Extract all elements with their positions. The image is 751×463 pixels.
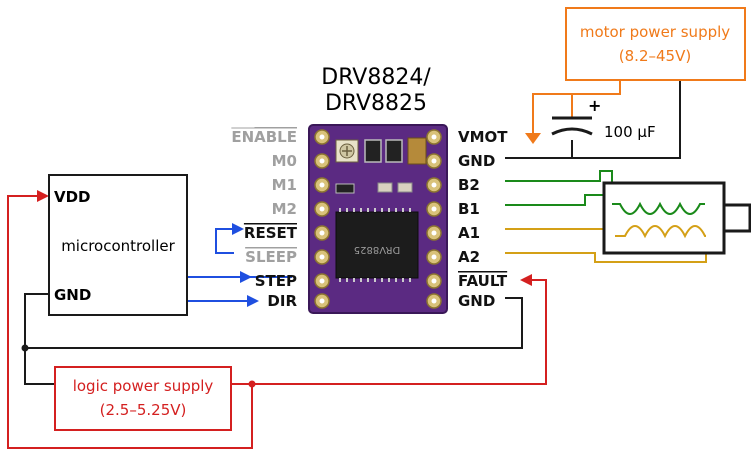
logic-power-supply-box: logic power supply (2.5–5.25V) [54, 366, 232, 431]
reset-sleep-jumper [215, 228, 234, 254]
motor-coil-a [615, 225, 706, 239]
pin-label-left-m1-2: M1 [272, 176, 297, 194]
pin-label-right-gnd-1: GND [458, 152, 495, 170]
mcu-gnd-wire [24, 293, 55, 385]
motor-power-supply-box: motor power supply (8.2–45V) [565, 7, 746, 81]
pin-label-left-enable-0: ENABLE [231, 128, 297, 146]
pin-label-right-vmot-0: VMOT [458, 128, 508, 146]
mcu-label: microcontroller [61, 237, 175, 255]
capacitor-label: 100 µF [604, 123, 656, 141]
pin-label-left-sleep-5: SLEEP [245, 248, 297, 266]
microcontroller-block: VDD microcontroller GND [48, 174, 188, 316]
a2-wire [505, 244, 707, 263]
pin-label-left-reset-4: RESET [244, 224, 298, 242]
logic-supply-line1: logic power supply [73, 377, 214, 395]
pin-label-right-b1-3: B1 [458, 200, 480, 218]
motor-coil-b [612, 201, 705, 215]
pin-label-left-step-6: STEP [255, 272, 297, 290]
potentiometer [335, 139, 359, 163]
chip-marking: DRV8825 [354, 244, 400, 255]
pin-label-right-a2-5: A2 [458, 248, 480, 266]
stepper-motor [602, 181, 751, 255]
vdd-arrowhead [37, 190, 49, 202]
pin-label-left-m2-3: M2 [272, 200, 297, 218]
motor-supply-ground-wire [505, 80, 681, 159]
pin-label-left-m0-1: M0 [272, 152, 297, 170]
board-pad-holes [319, 134, 437, 304]
capacitor-symbol [551, 94, 593, 136]
pin-label-right-a1-4: A1 [458, 224, 480, 242]
step-arrowhead [240, 271, 252, 283]
pin-label-left-dir-7: DIR [267, 292, 297, 310]
board-smd-parts [335, 137, 427, 194]
pin-label-right-b2-2: B2 [458, 176, 480, 194]
driver-board: DRV8825 [308, 124, 448, 314]
logic-junction-dot [248, 380, 256, 388]
ground-wires [24, 80, 681, 385]
fault-arrowhead [520, 274, 532, 286]
vmot-wire [532, 80, 621, 133]
fault-pullup-wire [252, 279, 547, 385]
capacitor-plus: + [588, 96, 601, 115]
b2-wire [505, 170, 613, 204]
reset-arrowhead [232, 223, 244, 235]
common-ground-bus [25, 297, 523, 349]
driver-title-line2: DRV8825 [325, 91, 427, 116]
driver-chip [335, 211, 419, 279]
dir-arrowhead [247, 295, 259, 307]
mcu-gnd-label: GND [54, 286, 91, 304]
ground-junction-dot [21, 344, 29, 352]
vmot-arrowhead [525, 133, 541, 144]
motor-supply-line1: motor power supply [580, 23, 730, 41]
mcu-vdd-label: VDD [54, 188, 91, 206]
pin-label-right-fault-6: FAULT [458, 272, 508, 290]
control-wires [187, 228, 292, 302]
driver-title-line1: DRV8824/ [321, 65, 431, 90]
chip-leads [339, 208, 411, 282]
pin-label-right-gnd-7: GND [458, 292, 495, 310]
logic-supply-line2: (2.5–5.25V) [100, 401, 187, 419]
motor-supply-line2: (8.2–45V) [619, 47, 691, 65]
